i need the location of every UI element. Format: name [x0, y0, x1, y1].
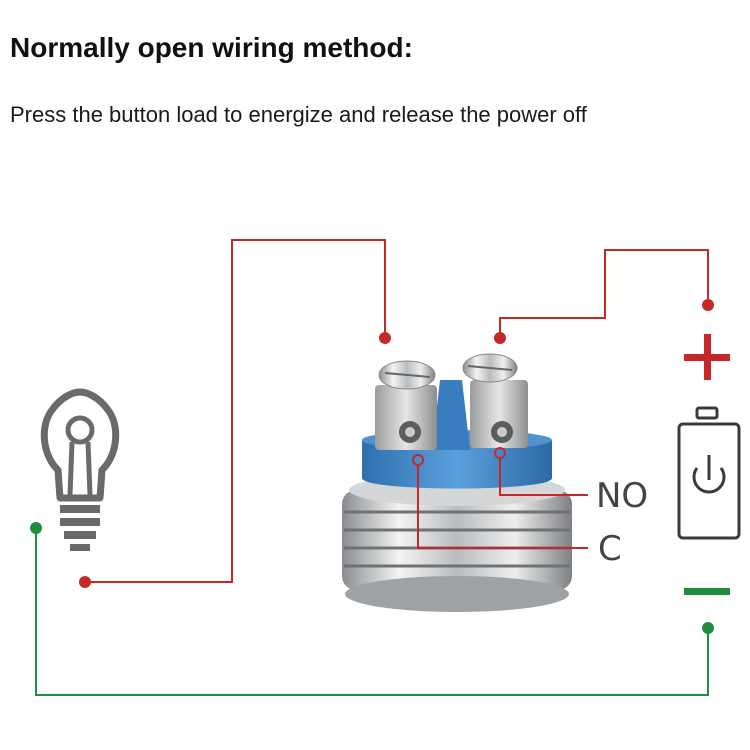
wire-dot-switch-c: [379, 332, 391, 344]
leader-line-no: [499, 458, 588, 496]
push-button-switch: [342, 353, 572, 612]
page-subtitle: Press the button load to energize and re…: [10, 102, 587, 127]
wire-dot-lamp-red: [79, 576, 91, 588]
wire-dot-lamp-green: [30, 522, 42, 534]
wire-dot-switch-no: [494, 332, 506, 344]
wire-dot-battery-plus: [702, 299, 714, 311]
label-c: C: [598, 529, 622, 569]
leader-line-c: [417, 465, 588, 549]
plus-icon: [684, 334, 730, 380]
minus-icon: [684, 588, 730, 595]
label-no: NO: [596, 476, 649, 516]
page-title: Normally open wiring method:: [10, 32, 413, 63]
red-wire-switch-to-battery: [499, 249, 709, 338]
wire-dot-battery-minus: [702, 622, 714, 634]
battery-power-icon: [677, 406, 741, 540]
light-bulb-icon: [40, 388, 120, 551]
green-wire-lamp-to-battery: [35, 528, 709, 696]
red-wire-lamp-to-switch: [85, 239, 386, 583]
